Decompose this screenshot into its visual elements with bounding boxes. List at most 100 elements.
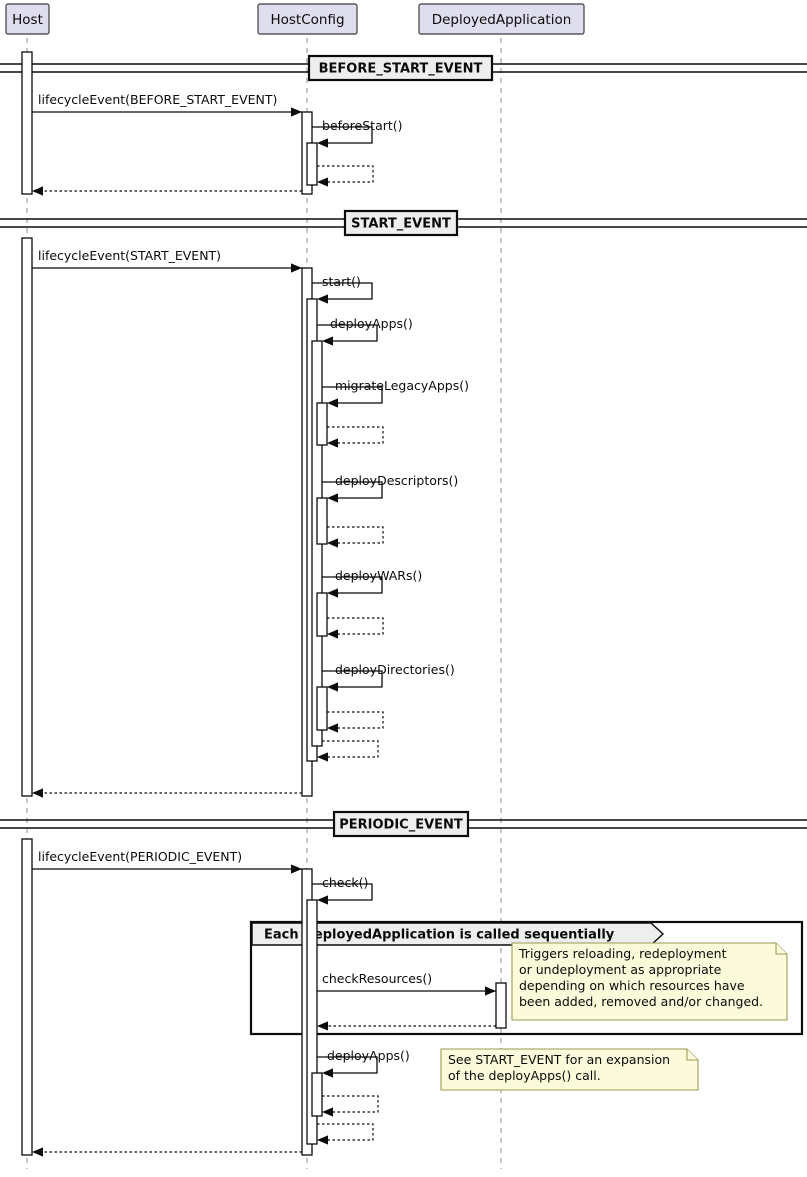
- note-body: [440, 1048, 699, 1091]
- self-message-path: [322, 481, 383, 499]
- divider-box: [307, 54, 494, 82]
- note-line: See START_EVENT for an expansion: [448, 1052, 670, 1067]
- message-m19: check(): [312, 875, 373, 905]
- message-label: lifecycleEvent(START_EVENT): [38, 248, 221, 263]
- arrowhead: [322, 1107, 333, 1117]
- arrowhead: [485, 986, 496, 996]
- message-m1: lifecycleEvent(BEFORE_START_EVENT): [32, 92, 302, 117]
- participant-host[interactable]: Host: [5, 3, 50, 35]
- message-m24: [317, 1123, 374, 1145]
- message-label: deployDescriptors(): [335, 473, 458, 488]
- activation-bar-host: [21, 51, 33, 195]
- message-label: beforeStart(): [322, 118, 403, 133]
- arrowhead: [327, 682, 338, 692]
- participants-layer: Host HostConfig DeployedApplication: [5, 3, 585, 35]
- message-m9: [327, 426, 384, 448]
- self-message-path: [312, 883, 373, 901]
- message-label: deployApps(): [330, 316, 413, 331]
- message-m20: checkResources(): [317, 971, 496, 996]
- message-m18: lifecycleEvent(PERIODIC_EVENT): [32, 849, 302, 874]
- self-message-path: [322, 670, 383, 688]
- message-label: deployWARs(): [335, 568, 422, 583]
- arrowhead: [32, 186, 43, 196]
- self-message-path: [317, 324, 378, 342]
- arrowhead: [291, 263, 302, 273]
- arrowhead: [322, 336, 333, 346]
- activation-bar-hostconfig: [306, 142, 318, 186]
- arrowhead: [317, 1135, 328, 1145]
- arrowhead: [32, 788, 43, 798]
- self-message-path: [312, 282, 373, 300]
- divider-start-event: START_EVENT: [0, 209, 807, 237]
- message-m7: deployApps(): [317, 316, 413, 346]
- arrowhead: [327, 723, 338, 733]
- message-m8: migrateLegacyApps(): [322, 378, 469, 408]
- activation-bar-hostconfig: [311, 1072, 323, 1117]
- arrowhead: [327, 438, 338, 448]
- activation-bar-hostconfig: [316, 592, 328, 637]
- message-m13: [327, 617, 384, 639]
- divider-periodic-event: PERIODIC_EVENT: [0, 810, 807, 838]
- message-label: deployApps(): [327, 1048, 410, 1063]
- arrowhead: [327, 398, 338, 408]
- participant-label: HostConfig: [270, 12, 344, 28]
- message-label: check(): [322, 875, 368, 890]
- message-m15: [327, 711, 384, 733]
- participant-box[interactable]: [418, 3, 585, 35]
- message-m11: [327, 526, 384, 548]
- activation-bar-hostconfig: [316, 402, 328, 446]
- note-fold-corner: [775, 943, 787, 955]
- self-message-path: [312, 126, 373, 144]
- divider-box: [332, 810, 470, 838]
- divider-before-start-event: BEFORE_START_EVENT: [0, 54, 807, 82]
- message-m3: [317, 165, 374, 187]
- arrowhead: [327, 493, 338, 503]
- arrowhead: [327, 629, 338, 639]
- activation-bar-hostconfig: [306, 899, 318, 1145]
- note-line: or undeployment as appropriate: [519, 962, 722, 977]
- arrowhead: [317, 177, 328, 187]
- message-label: migrateLegacyApps(): [335, 378, 469, 393]
- divider-label: START_EVENT: [351, 217, 451, 232]
- note-line: of the deployApps() call.: [448, 1068, 601, 1083]
- self-message-path: [317, 1056, 378, 1074]
- message-m21: [317, 1021, 496, 1031]
- note-line: Triggers reloading, redeployment: [518, 946, 727, 961]
- message-label: deployDirectories(): [335, 662, 455, 677]
- message-m2: beforeStart(): [312, 118, 403, 148]
- arrowhead: [317, 895, 328, 905]
- group-frame: [249, 920, 804, 1036]
- participant-hostconfig[interactable]: HostConfig: [257, 3, 358, 35]
- participant-deployedapplication[interactable]: DeployedApplication: [418, 3, 585, 35]
- activation-bar-hostconfig: [316, 497, 328, 545]
- message-label: checkResources(): [322, 971, 432, 986]
- activation-bar-hostconfig: [316, 686, 328, 731]
- activation-bar-deployedapplication: [495, 982, 507, 1029]
- group-label: Each DeployedApplication is called seque…: [264, 928, 615, 943]
- note-body: [511, 942, 788, 1021]
- arrowhead: [317, 294, 328, 304]
- participant-label: Host: [12, 12, 43, 28]
- activation-bar-host: [21, 838, 33, 1156]
- message-m10: deployDescriptors(): [322, 473, 458, 503]
- arrowhead: [291, 107, 302, 117]
- message-label: lifecycleEvent(PERIODIC_EVENT): [38, 849, 242, 864]
- divider-label: BEFORE_START_EVENT: [319, 62, 483, 77]
- message-m17: [32, 788, 302, 798]
- arrowhead: [327, 538, 338, 548]
- arrowhead: [327, 588, 338, 598]
- message-m5: lifecycleEvent(START_EVENT): [32, 248, 302, 273]
- group-header-tab: [251, 922, 665, 946]
- participant-box[interactable]: [5, 3, 50, 35]
- note-line: been added, removed and/or changed.: [519, 994, 763, 1009]
- arrowhead: [317, 1021, 328, 1031]
- arrowhead: [32, 1147, 43, 1157]
- note-line: depending on which resources have: [519, 978, 745, 993]
- participant-box[interactable]: [257, 3, 358, 35]
- message-m25: [32, 1147, 302, 1157]
- message-label: lifecycleEvent(BEFORE_START_EVENT): [38, 92, 277, 107]
